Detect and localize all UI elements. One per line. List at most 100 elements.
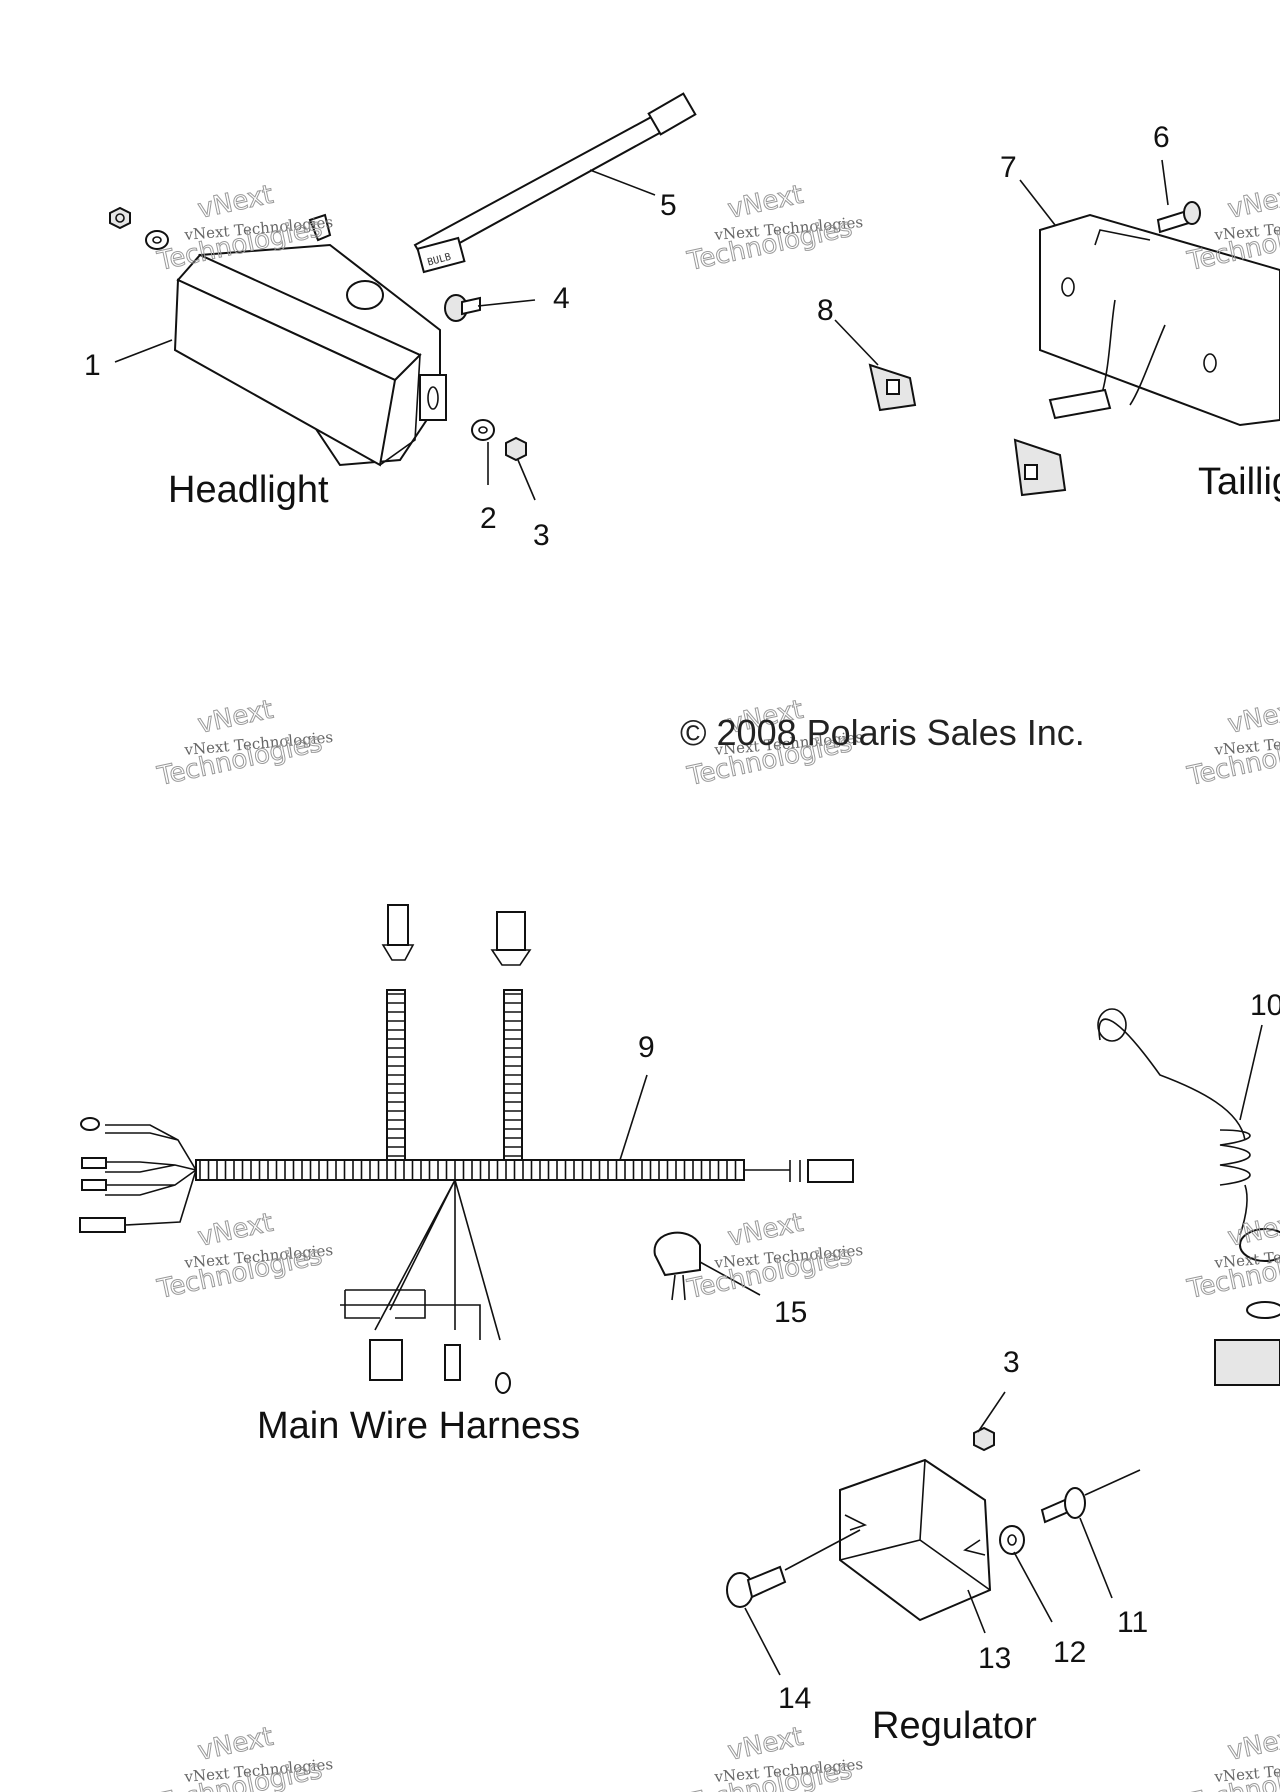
washer-2: [471, 419, 495, 441]
washer-icon: [145, 230, 169, 250]
regulator-body: [839, 1458, 992, 1622]
clip-lower-taillight: [1013, 438, 1067, 497]
regulator-edges: [839, 1459, 991, 1591]
callout-2: 2: [480, 502, 497, 535]
nut-hole: [115, 213, 125, 223]
clip-15-body: [653, 1231, 701, 1277]
callout-6: 6: [1153, 121, 1170, 154]
section-title-harness: Main Wire Harness: [257, 1405, 580, 1447]
sensor-10-fitting: [1214, 1339, 1280, 1386]
harness-clip-15: [653, 1231, 701, 1301]
leader-4: [477, 299, 536, 307]
bolt-11-wire: [1084, 1469, 1141, 1496]
sensor-10-wire: [1098, 1018, 1246, 1141]
callout-12: 12: [1053, 1636, 1086, 1669]
speed-nut-8-slot: [886, 379, 900, 395]
bullet-bottom: [444, 1344, 461, 1381]
headlight-adjuster-screw: [308, 213, 332, 242]
bolt-shank: [461, 296, 481, 316]
sensor-10-grommet: [1239, 1228, 1280, 1262]
callout-3: 3: [533, 519, 550, 552]
leader-1: [114, 339, 173, 363]
bolt-11: [1040, 1469, 1141, 1524]
callout-4: 4: [553, 282, 570, 315]
taillight-assembly: [1039, 213, 1280, 427]
clip-8: [868, 363, 917, 412]
callout-7: 7: [1000, 151, 1017, 184]
copyright-notice: © 2008 Polaris Sales Inc.: [680, 712, 1085, 753]
leader-6: [1161, 159, 1169, 206]
callout-9: 9: [638, 1031, 655, 1064]
connector-top-right-base: [490, 949, 532, 966]
headlight-mount-hole: [427, 386, 439, 410]
bolt-14: [726, 1565, 787, 1608]
taillight-hole-left: [1061, 277, 1075, 297]
headlight-bulb: BULB: [413, 92, 697, 274]
speed-nut-lower: [1013, 438, 1067, 497]
leader-8: [834, 319, 879, 366]
harness-left-wires-b: [105, 1161, 197, 1173]
bolt-14-shank: [746, 1565, 787, 1599]
leader-11: [1079, 1517, 1113, 1599]
connector-top-right: [496, 911, 526, 951]
callout-13: 13: [978, 1642, 1011, 1675]
leader-15: [699, 1261, 761, 1296]
callout-1: 1: [84, 349, 101, 382]
connector-top-left: [387, 904, 409, 946]
callout-5: 5: [660, 189, 677, 222]
leader-13: [967, 1589, 986, 1634]
leader-14: [744, 1607, 781, 1676]
leader-3: [517, 459, 536, 501]
regulator-slot-left: [844, 1514, 868, 1531]
taillight-housing: [1039, 213, 1280, 427]
taillight-grommet: [1048, 388, 1112, 420]
bullet-terminal: [79, 1217, 126, 1233]
watermark-top: vNext: [1225, 180, 1280, 225]
callout-14: 14: [778, 1682, 811, 1715]
harness-left-wires-d: [124, 1169, 197, 1226]
washer-12: [999, 1525, 1025, 1555]
spade-terminal-1: [81, 1157, 107, 1169]
sensor-10: [1097, 1008, 1280, 1386]
harness-branch-ribs: [387, 993, 522, 1157]
harness-left-wires-a: [105, 1124, 197, 1171]
connector-right: [807, 1159, 854, 1183]
bolt-6-head: [1183, 201, 1201, 225]
regulator-assembly: [839, 1458, 992, 1622]
watermark-outline: Technologies: [154, 1755, 325, 1792]
connector-top-left-base: [381, 944, 415, 961]
nut-3-regulator: [973, 1426, 995, 1452]
callout-15: 15: [774, 1296, 807, 1329]
watermark-top: vNext: [1225, 1722, 1280, 1767]
headlight-lens-side: [379, 352, 421, 466]
washer-2-hole: [478, 426, 488, 434]
leader-14-axis: [784, 1529, 861, 1571]
bolt-11-head: [1064, 1487, 1086, 1519]
sensor-10-coil: [1219, 1129, 1251, 1186]
taillight-wire-b: [1129, 324, 1166, 406]
section-title-taillight: Taillight: [1198, 461, 1280, 503]
clip-15-stem: [671, 1274, 686, 1301]
headlight-assembly: [173, 243, 447, 467]
nut-3: [505, 436, 527, 462]
harness-bottom-wires: [374, 1179, 501, 1341]
headlight-mount-tab: [419, 374, 447, 421]
section-title-regulator: Regulator: [872, 1705, 1037, 1747]
watermark-outline: Technologies: [684, 1755, 855, 1792]
bulb-tag: [416, 236, 466, 274]
sensor-10-lead: [1239, 1184, 1248, 1236]
connector-bottom: [369, 1339, 403, 1381]
leader-10: [1239, 1024, 1263, 1121]
ring-terminal-bottom: [495, 1372, 511, 1394]
harness-bottom-box: [340, 1289, 481, 1340]
